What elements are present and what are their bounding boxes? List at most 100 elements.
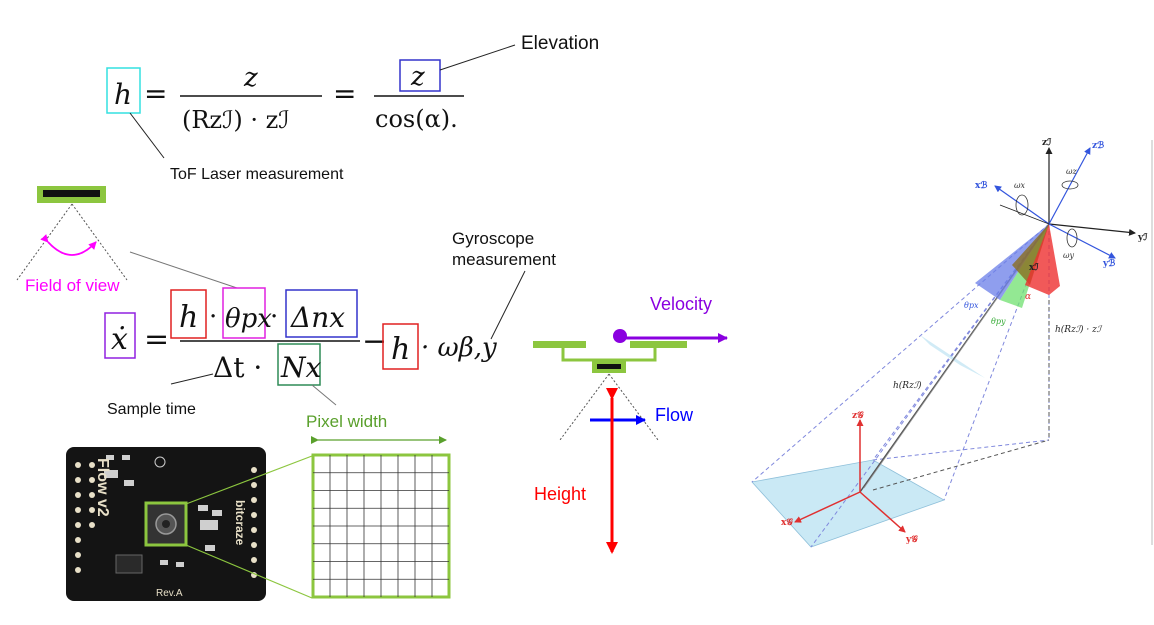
drone-arm-left <box>533 341 586 348</box>
eq1-den1: (Rzℐ) · zℐ <box>182 106 290 134</box>
omega-y-rot <box>1066 228 1078 248</box>
elevation-leader <box>439 44 516 71</box>
zoom-line-bottom <box>185 544 313 599</box>
velocity-label: Velocity <box>650 294 712 314</box>
sensor-chip <box>43 190 100 197</box>
fov-leader <box>129 251 238 289</box>
dn-box <box>285 289 358 338</box>
eq2-xdot: ẋ <box>111 322 128 357</box>
ground-plane <box>751 459 945 548</box>
eq2-h2-box <box>382 323 419 370</box>
tof-leader <box>129 112 165 159</box>
frame-diagram: zℐ zℬ xℬ yℐ yℬ xℐ ωx ωz ωy α θpx θpy h(R… <box>751 138 1153 548</box>
label-yG: y𝒢 <box>905 534 918 545</box>
eq2-omega: · ωβ,y <box>421 333 497 363</box>
omega-x-rot <box>1015 194 1029 216</box>
fov-sensor <box>16 186 128 281</box>
label-theta-px: θpx <box>964 301 979 310</box>
eq2-nx: Nx <box>280 351 322 384</box>
omega-z-rot <box>1061 180 1079 190</box>
pixel-width-leader <box>311 384 337 406</box>
axis-xB <box>994 185 1050 225</box>
nx-box <box>277 343 321 386</box>
label-xG: x𝒢 <box>781 517 793 528</box>
h-highlight-box <box>106 67 141 114</box>
gyro-label-line2: measurement <box>452 250 556 269</box>
fov-line-right <box>71 203 128 281</box>
drone-diagram <box>533 329 728 554</box>
eq2-theta: θpx <box>225 304 272 334</box>
flow-equation: ẋ = h · θpx · Δnx Δt · Nx − h · ωβ,y <box>104 287 497 386</box>
x-wedge <box>1012 224 1049 285</box>
axis-yG <box>859 491 906 533</box>
board-pads-left <box>75 462 95 573</box>
drone-sensor-chip <box>597 364 621 369</box>
label-omega-z: ωz <box>1066 167 1078 176</box>
axis-yI <box>1048 223 1136 236</box>
board-rev: Rev.A <box>156 588 183 599</box>
eq1-equals2: = <box>333 77 356 110</box>
label-alpha: α <box>1025 292 1031 302</box>
board-brand: bitcraze <box>233 500 247 546</box>
label-h-rz-dot: h(Rzℐ) · zℐ <box>1055 324 1103 335</box>
zoom-line-top <box>185 455 313 505</box>
label-yB: yℬ <box>1102 258 1115 269</box>
z-highlight-box <box>399 59 441 92</box>
tof-label: ToF Laser measurement <box>170 166 344 183</box>
label-zB: zℬ <box>1092 140 1104 151</box>
pixel-grid-lines <box>313 455 449 597</box>
gyro-leader <box>490 270 526 340</box>
mid-plane <box>920 335 985 378</box>
pixel-grid <box>311 453 451 599</box>
eq1-den2: cos(α). <box>375 105 458 133</box>
eq2-h: h <box>179 300 198 335</box>
eq1-h: h <box>114 78 132 111</box>
eq2-h-box <box>170 289 207 339</box>
camera-lens-inner <box>162 520 170 528</box>
label-h-rz: h(Rzℐ) <box>893 380 922 391</box>
fov-arc <box>40 234 97 256</box>
label-xI: xℐ <box>1029 263 1039 273</box>
label-omega-x: ωx <box>1014 181 1026 190</box>
fov-line-left <box>16 203 73 281</box>
label-omega-y: ωy <box>1063 251 1075 260</box>
label-zG: z𝒢 <box>852 410 864 421</box>
theta-px-wedge <box>975 224 1049 300</box>
pixel-width-label: Pixel width <box>306 412 387 431</box>
fov-label: Field of view <box>25 276 120 295</box>
eq2-equals: = <box>144 322 169 357</box>
alpha-wedge <box>1025 224 1060 295</box>
eq1-equals: = <box>144 77 167 110</box>
label-theta-py: θpy <box>991 317 1006 326</box>
flow-deck-board: Flow v2 bitcraze Rev.A <box>66 447 266 601</box>
eq1-num1: z <box>243 63 258 93</box>
xdot-box <box>104 312 136 359</box>
drone-body <box>561 348 657 362</box>
axis-yB <box>1048 223 1116 259</box>
drone-fov-right <box>608 373 659 441</box>
velocity-origin <box>613 329 627 343</box>
drone-fov-left <box>559 373 610 441</box>
eq1-num2: z <box>410 62 425 92</box>
gyro-label-line1: Gyroscope <box>452 229 534 248</box>
board-components <box>104 455 222 574</box>
drone-arm-right <box>630 341 687 348</box>
axis-xG <box>794 491 861 523</box>
board-name: Flow v2 <box>94 458 111 517</box>
ground-dashed-edge <box>872 439 1050 491</box>
sample-time-leader <box>170 373 214 385</box>
eq2-h2: h <box>391 332 410 367</box>
axis-zB <box>1048 147 1091 225</box>
label-zI: zℐ <box>1042 138 1052 148</box>
board-pads-right <box>251 467 257 578</box>
sample-time-label: Sample time <box>107 401 196 418</box>
elevation-label: Elevation <box>521 33 599 54</box>
height-label: Height <box>534 484 586 504</box>
eq2-dot2: · <box>270 302 278 332</box>
theta-box <box>222 287 266 339</box>
label-xB: xℬ <box>975 180 987 191</box>
eq2-dn: Δnx <box>290 301 345 334</box>
eq2-dot1: · <box>209 302 217 332</box>
flow-label: Flow <box>655 405 694 425</box>
